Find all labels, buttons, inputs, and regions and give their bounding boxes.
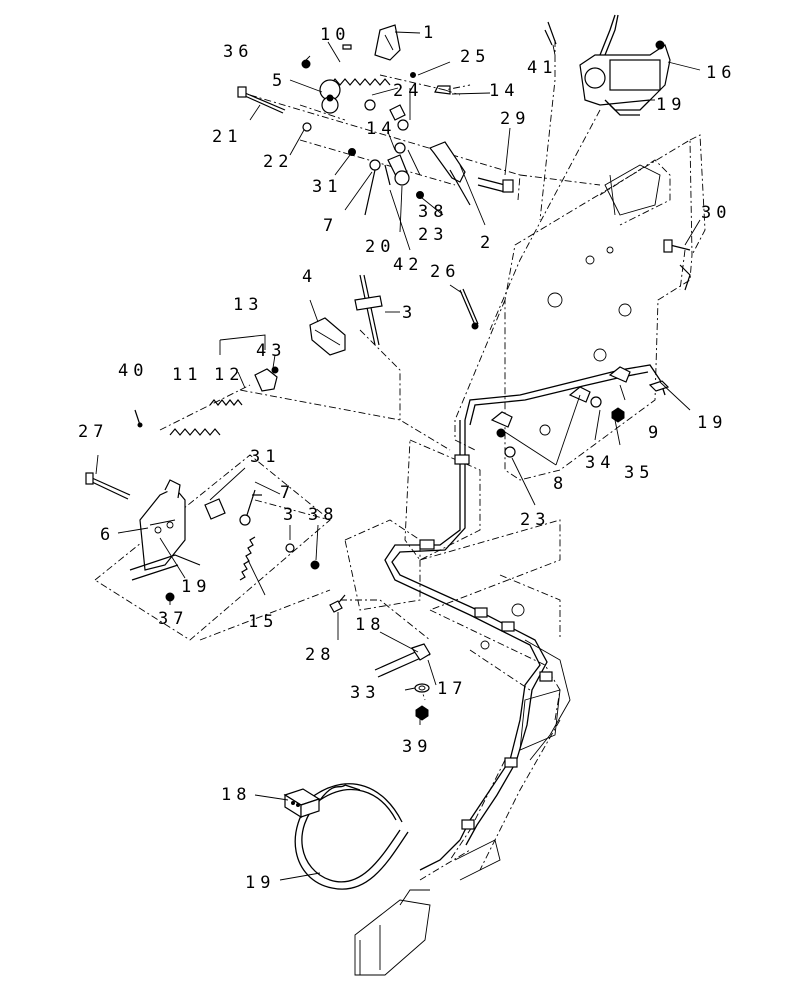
callout-7-left: 7 bbox=[280, 483, 295, 503]
fasteners-mid-right bbox=[504, 380, 670, 458]
callout-19-bottom: 19 bbox=[245, 873, 275, 893]
top-linkage-parts bbox=[237, 24, 514, 216]
callout-38-left: 38 bbox=[308, 505, 338, 525]
middle-parts bbox=[309, 239, 691, 356]
callout-5: 5 bbox=[272, 71, 287, 91]
callout-30: 30 bbox=[701, 203, 731, 223]
callout-18-bottom: 18 bbox=[221, 785, 251, 805]
callout-23-top: 23 bbox=[418, 225, 448, 245]
callout-36: 36 bbox=[223, 42, 253, 62]
callout-43: 43 bbox=[256, 341, 286, 361]
callout-37: 37 bbox=[158, 609, 188, 629]
callout-14-mid: 14 bbox=[366, 119, 396, 139]
callout-13: 13 bbox=[233, 295, 263, 315]
callout-15: 15 bbox=[248, 612, 278, 632]
callout-28: 28 bbox=[305, 645, 335, 665]
callout-31-top: 31 bbox=[312, 177, 342, 197]
callout-23-right: 23 bbox=[520, 510, 550, 530]
callout-6: 6 bbox=[100, 525, 115, 545]
callout-33: 33 bbox=[350, 683, 380, 703]
callout-3-mid: 3 bbox=[402, 303, 417, 323]
callout-11: 11 bbox=[172, 365, 202, 385]
callout-25: 25 bbox=[460, 47, 490, 67]
callout-labels: 1 10 36 25 5 24 14 21 14 29 22 31 38 7 2… bbox=[78, 23, 736, 893]
callout-19-top: 19 bbox=[656, 95, 686, 115]
callout-42: 42 bbox=[393, 255, 423, 275]
callout-19-right: 19 bbox=[697, 413, 727, 433]
callout-41: 41 bbox=[527, 58, 557, 78]
callout-9: 9 bbox=[648, 423, 663, 443]
callout-38-top: 38 bbox=[418, 202, 448, 222]
callout-22: 22 bbox=[263, 152, 293, 172]
callout-4: 4 bbox=[302, 267, 317, 287]
chassis-frame bbox=[344, 134, 706, 976]
callout-8: 8 bbox=[553, 474, 568, 494]
callout-35: 35 bbox=[624, 463, 654, 483]
callout-10: 10 bbox=[320, 25, 350, 45]
callout-20: 20 bbox=[365, 237, 395, 257]
callout-31-left: 31 bbox=[250, 447, 280, 467]
callout-3-left: 3 bbox=[283, 505, 298, 525]
callout-34: 34 bbox=[585, 453, 615, 473]
hose-routing bbox=[294, 364, 666, 890]
callout-29: 29 bbox=[500, 109, 530, 129]
callout-7-top: 7 bbox=[323, 216, 338, 236]
callout-2: 2 bbox=[480, 233, 495, 253]
callout-21: 21 bbox=[212, 127, 242, 147]
leader-lines bbox=[95, 31, 701, 881]
left-lever-assembly bbox=[85, 366, 320, 602]
callout-26: 26 bbox=[430, 262, 460, 282]
callout-18-mid: 18 bbox=[355, 615, 385, 635]
motor-assembly bbox=[544, 14, 671, 116]
callout-39: 39 bbox=[402, 737, 432, 757]
callout-16: 16 bbox=[706, 63, 736, 83]
callout-24: 24 bbox=[393, 81, 423, 101]
lower-parts bbox=[283, 594, 431, 819]
callout-27: 27 bbox=[78, 422, 108, 442]
callout-1: 1 bbox=[423, 23, 438, 43]
callout-14-top: 14 bbox=[489, 81, 519, 101]
callout-19-left: 19 bbox=[181, 577, 211, 597]
callout-12: 12 bbox=[214, 365, 244, 385]
callout-40: 40 bbox=[118, 361, 148, 381]
callout-17: 17 bbox=[437, 679, 467, 699]
